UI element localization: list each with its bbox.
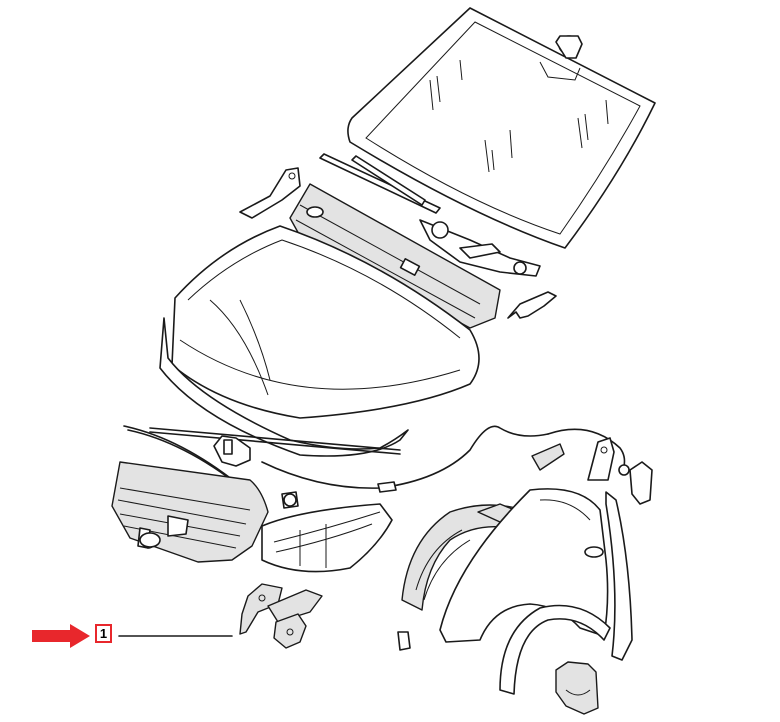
hood-latch (213, 435, 251, 467)
red-arrow-icon (32, 624, 90, 648)
callout-number-box: 1 (95, 624, 112, 643)
side-trim-bracket (507, 291, 557, 319)
front-grille (111, 461, 269, 563)
hood-panel (159, 225, 480, 457)
mirror-bracket (629, 461, 653, 505)
cowl-bracket (239, 167, 301, 219)
fender-bracket-right (587, 437, 615, 481)
windshield (347, 7, 656, 249)
wheel-arch-trim (499, 604, 611, 695)
release-cable (261, 425, 630, 493)
fender-bracket-left (531, 443, 565, 471)
fender-trim-strip (605, 491, 633, 661)
headlamp-brackets (239, 583, 323, 649)
mud-flap (555, 661, 599, 715)
mirror-mount (555, 35, 583, 59)
front-fender (439, 488, 609, 643)
wiper-assembly (319, 153, 541, 277)
headlamp (261, 491, 393, 573)
callout-number: 1 (99, 626, 108, 641)
cowl-panel (289, 183, 501, 329)
